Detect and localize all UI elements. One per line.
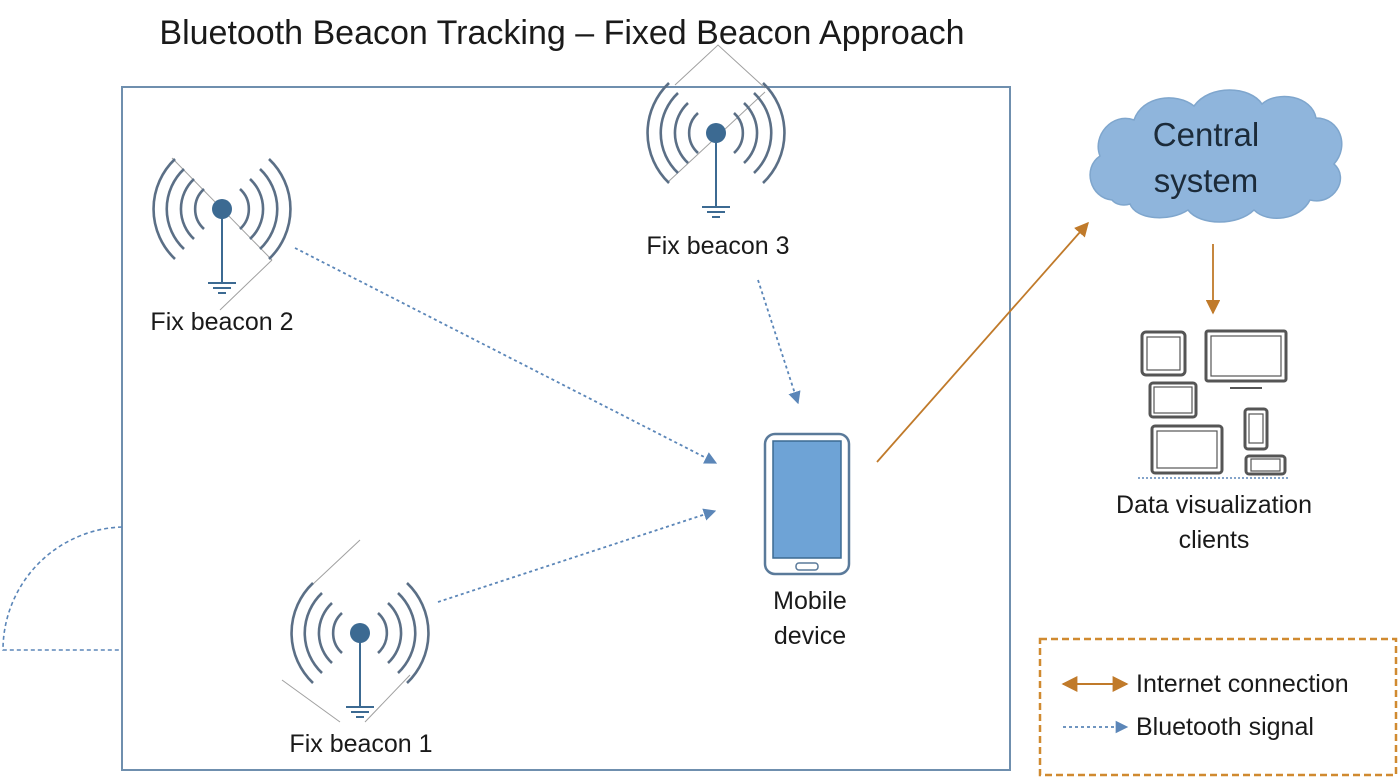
fix-beacon-1-label: Fix beacon 1 [289, 730, 433, 758]
central-system-label: Central system [1106, 112, 1306, 204]
clients-label-line2: clients [1178, 526, 1250, 554]
bluetooth-signal-beacon1 [437, 508, 717, 603]
diagram-title: Bluetooth Beacon Tracking – Fixed Beacon… [159, 14, 965, 52]
fix-beacon-2-label: Fix beacon 2 [150, 308, 294, 336]
fix-beacon-3-label: Fix beacon 3 [646, 232, 790, 260]
fix-beacon-2-icon [152, 157, 292, 295]
bluetooth-signal-beacon2 [294, 247, 718, 464]
mobile-device-label-line2: device [773, 622, 847, 650]
mobile-device-icon [763, 432, 851, 576]
mobile-device-label: Mobile device [730, 584, 890, 654]
central-system-cloud [1089, 89, 1343, 223]
fix-beacon-1-icon [290, 581, 430, 719]
data-visualization-clients-label: Data visualization clients [1084, 488, 1344, 558]
client-devices-icon [1138, 329, 1290, 479]
legend-bluetooth-label: Bluetooth signal [1136, 713, 1314, 741]
central-system-label-line2: system [1153, 162, 1259, 199]
clients-label-line1: Data visualization [1116, 491, 1312, 519]
mobile-device-label-line1: Mobile [773, 587, 847, 615]
legend-internet-label: Internet connection [1136, 670, 1349, 698]
bluetooth-signal-beacon3 [757, 279, 801, 405]
fix-beacon-3-icon [646, 81, 786, 219]
room-wall [121, 86, 1011, 771]
internet-connection-line [876, 221, 1089, 463]
door-swing-arc [2, 526, 123, 651]
central-system-label-line1: Central [1152, 116, 1260, 153]
legend-box [1038, 637, 1398, 777]
